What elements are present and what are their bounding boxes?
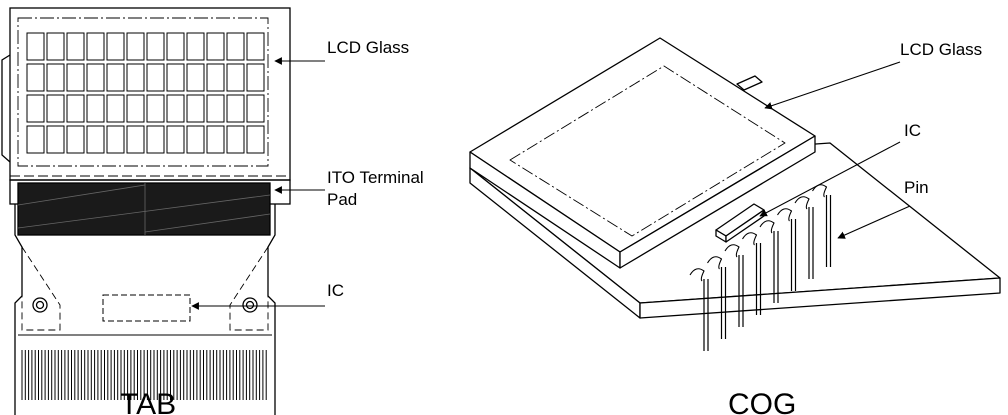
cog-pin [812,184,832,267]
char-cell [106,32,125,61]
cog-lcd-glass-label: LCD Glass [900,40,982,59]
tab-lcd-glass [9,7,291,181]
tab-ito-terminal-pad [17,182,271,236]
tab-viewing-area [17,17,269,167]
char-cell [186,32,205,61]
char-cell [66,63,85,92]
char-cell [46,32,65,61]
tab-ito-label-line1: ITO Terminal [327,168,424,187]
char-cell [206,32,225,61]
char-cell [26,32,45,61]
char-cell [126,125,145,154]
char-cell [46,94,65,123]
char-cell [146,125,165,154]
char-cell [186,125,205,154]
tab-lcd-glass-label: LCD Glass [327,38,409,57]
char-cell [86,32,105,61]
cog-pin [742,232,762,315]
cog-pin [777,208,797,291]
char-cell [106,63,125,92]
char-cell [146,94,165,123]
char-cell [46,63,65,92]
tab-side-tab [1,54,11,163]
char-cell [26,94,45,123]
char-cell [226,125,245,154]
tab-module [1,7,291,415]
char-cell [126,94,145,123]
char-cell [86,94,105,123]
tab-ic [102,294,191,322]
char-cell [246,63,265,92]
tab-ito-label-line2: Pad [327,190,357,209]
cog-pin [724,244,744,327]
char-cell [246,94,265,123]
tab-connector-fingers [21,350,267,400]
cog-viewing-area [509,65,786,237]
char-cell [206,125,225,154]
char-cell [246,125,265,154]
char-cell [126,32,145,61]
char-cell [166,94,185,123]
char-cell [66,32,85,61]
char-cell [106,125,125,154]
char-cell [166,32,185,61]
char-cell [246,32,265,61]
cog-pin [707,256,727,339]
char-cell [146,32,165,61]
char-cell [166,63,185,92]
char-cell [106,94,125,123]
cog-pin [759,220,779,303]
char-cell [26,63,45,92]
tab-character-grid [26,32,265,154]
char-cell [66,94,85,123]
cog-leaders [759,61,911,239]
char-cell [186,63,205,92]
char-cell [46,125,65,154]
char-cell [206,94,225,123]
tab-caption: TAB [120,388,176,415]
tab-mounting-hole-right [242,297,258,313]
char-cell [206,63,225,92]
char-cell [26,125,45,154]
char-cell [126,63,145,92]
char-cell [166,125,185,154]
tab-leaders [191,57,325,310]
char-cell [226,32,245,61]
cog-module [469,37,1001,351]
cog-pin-label: Pin [904,178,929,197]
char-cell [226,63,245,92]
cog-caption: COG [728,388,796,415]
char-cell [86,125,105,154]
char-cell [146,63,165,92]
cog-pin [689,268,709,351]
tab-mounting-hole-left [32,297,48,313]
char-cell [226,94,245,123]
cog-pin [794,196,814,279]
cog-ic-label: IC [904,121,921,140]
char-cell [86,63,105,92]
char-cell [186,94,205,123]
char-cell [66,125,85,154]
cog-pins [689,184,832,351]
tab-ic-label: IC [327,281,344,300]
